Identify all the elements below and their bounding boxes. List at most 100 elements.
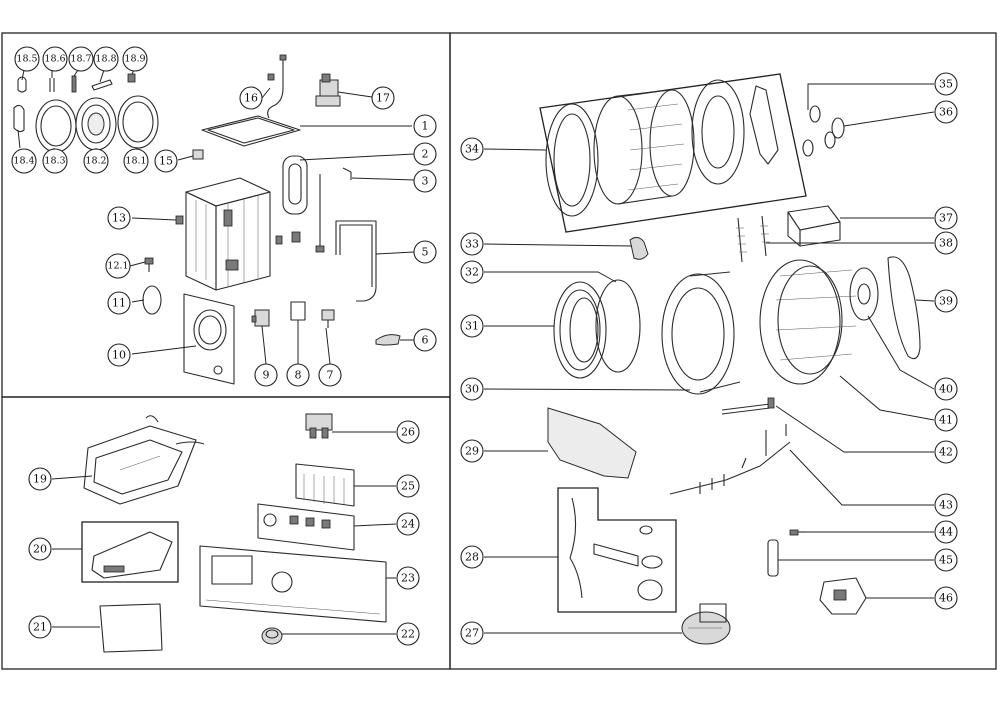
- part-6-clamp: [375, 334, 401, 346]
- callout-18-5-label: 18.5: [16, 54, 37, 65]
- callout-18-6-label: 18.6: [44, 54, 65, 65]
- callout-18-9: 18.9: [122, 46, 148, 72]
- part-32-glass: [595, 279, 641, 373]
- part-44-bolt: [789, 529, 806, 536]
- callout-31: 31: [460, 314, 484, 338]
- callout-46-label: 46: [939, 592, 953, 605]
- part-22-knob: [261, 627, 283, 645]
- callout-19-label: 19: [33, 473, 47, 486]
- callout-35-label: 35: [939, 78, 953, 91]
- leaders-right: [483, 83, 935, 634]
- callout-12-1-label: 12.1: [107, 261, 128, 272]
- callout-3: 3: [413, 169, 437, 193]
- callout-18-9-label: 18.9: [124, 54, 145, 65]
- part-28-drain-box: [557, 487, 677, 613]
- part-door-outer-ring: [117, 95, 159, 149]
- callout-6: 6: [413, 328, 437, 352]
- part-28-drain-parts: [569, 497, 663, 601]
- callout-41: 41: [934, 408, 958, 432]
- callout-18-5: 18.5: [14, 46, 40, 72]
- callout-42-label: 42: [939, 446, 953, 459]
- part-cabinet: [185, 177, 271, 291]
- part-15: [192, 149, 204, 160]
- callout-22: 22: [396, 622, 420, 646]
- callout-1: 1: [413, 114, 437, 138]
- callout-23-label: 23: [401, 572, 415, 585]
- callout-18-7: 18.7: [68, 46, 94, 72]
- callout-42: 42: [934, 440, 958, 464]
- part-5-hose-inner: [339, 224, 373, 287]
- callout-10: 10: [107, 343, 131, 367]
- callouts: 18.5 18.6 18.7 18.8 18.9 18.4 18.3 18.2 …: [11, 46, 958, 646]
- part-8-filter: [290, 301, 306, 321]
- callout-2: 2: [413, 142, 437, 166]
- callout-9: 9: [254, 363, 278, 387]
- callout-18-2: 18.2: [83, 148, 109, 174]
- callout-33: 33: [460, 232, 484, 256]
- callout-5-label: 5: [422, 246, 429, 259]
- part-14: [291, 231, 301, 243]
- callout-20: 20: [28, 537, 52, 561]
- part-inlet-hose: [267, 54, 287, 119]
- callout-18-3-label: 18.3: [44, 156, 65, 167]
- callout-30-label: 30: [465, 383, 479, 396]
- callout-32-label: 32: [465, 266, 479, 279]
- part-26-valve: [305, 413, 333, 439]
- part-door-hinge-small-parts: [13, 73, 136, 133]
- part-29-counterweight: [547, 407, 637, 479]
- part-door-inner-frame: [75, 97, 117, 151]
- part-5-hose: [335, 220, 377, 302]
- callout-36-label: 36: [939, 106, 953, 119]
- callout-17-label: 17: [376, 92, 390, 105]
- callout-13-label: 13: [112, 212, 126, 225]
- callout-18-2-label: 18.2: [85, 156, 106, 167]
- callout-28-label: 28: [465, 551, 479, 564]
- callout-11-label: 11: [112, 297, 126, 310]
- leaders-top-left: [17, 69, 415, 365]
- callout-7: 7: [318, 363, 342, 387]
- part-37-module: [787, 205, 841, 247]
- callout-11: 11: [107, 291, 131, 315]
- callout-18-1-label: 18.1: [125, 156, 146, 167]
- part-2: [282, 155, 308, 215]
- part-33-hose: [629, 236, 649, 260]
- callout-18-6: 18.6: [42, 46, 68, 72]
- callout-39: 39: [934, 289, 958, 313]
- part-20-drawer: [81, 521, 179, 583]
- callout-13: 13: [107, 206, 131, 230]
- callout-45: 45: [934, 548, 958, 572]
- callout-38: 38: [934, 231, 958, 255]
- callout-18-8-label: 18.8: [95, 54, 116, 65]
- part-35-bearing: [809, 105, 821, 123]
- callout-18-4: 18.4: [11, 148, 37, 174]
- callout-18-3: 18.3: [42, 148, 68, 174]
- callout-16-label: 16: [244, 92, 258, 105]
- callout-18-7-label: 18.7: [70, 54, 91, 65]
- callout-44-label: 44: [939, 526, 953, 539]
- callout-30: 30: [460, 377, 484, 401]
- part-41-rear-tub: [759, 259, 857, 385]
- part-front-panel: [183, 293, 235, 385]
- callout-27-label: 27: [465, 627, 479, 640]
- callout-37: 37: [934, 206, 958, 230]
- callout-25-label: 25: [401, 480, 415, 493]
- callout-3-label: 3: [422, 175, 429, 188]
- callout-21-label: 21: [33, 621, 47, 634]
- callout-36: 36: [934, 100, 958, 124]
- part-40-pulley: [849, 267, 879, 321]
- callout-24: 24: [396, 512, 420, 536]
- callout-1-label: 1: [422, 120, 429, 133]
- callout-17: 17: [371, 86, 395, 110]
- callout-34-label: 34: [465, 143, 479, 156]
- callout-18-1: 18.1: [123, 148, 149, 174]
- callout-32: 32: [460, 260, 484, 284]
- callout-33-label: 33: [465, 238, 479, 251]
- callout-8-label: 8: [295, 369, 302, 382]
- part-31-door-seal: [553, 281, 607, 379]
- part-7-switch: [321, 309, 335, 328]
- callout-43: 43: [934, 493, 958, 517]
- part-34-drum: [545, 79, 779, 217]
- callout-18-8: 18.8: [93, 46, 119, 72]
- callout-23: 23: [396, 566, 420, 590]
- part-39-belt: [887, 256, 921, 360]
